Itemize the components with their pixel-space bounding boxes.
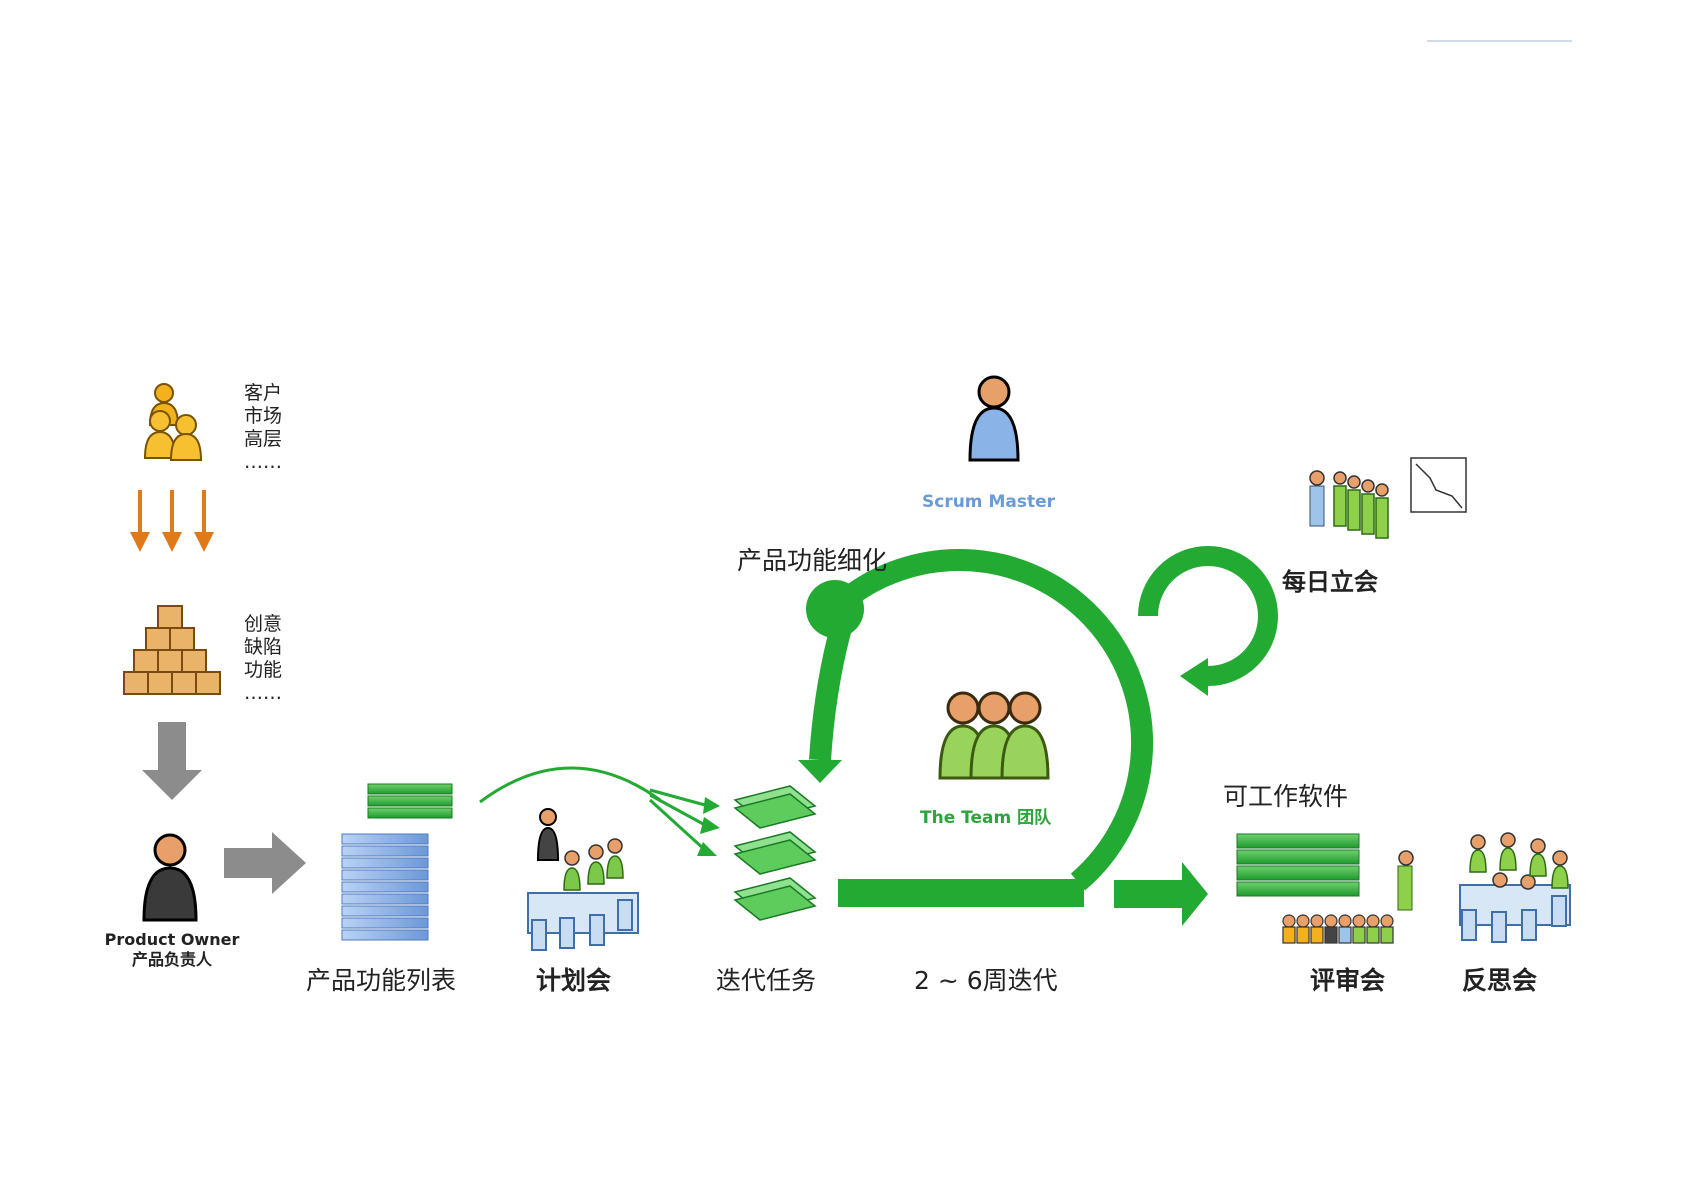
- planning-meeting-icon: [528, 809, 638, 950]
- working-software-label: 可工作软件: [1223, 777, 1348, 813]
- refinement-label: 产品功能细化: [737, 541, 887, 577]
- working-software-icon: [1237, 834, 1359, 896]
- idea-1: 创意: [244, 613, 282, 636]
- review-meeting-icon: [1283, 851, 1413, 943]
- product-owner-label: Product Owner 产品负责人: [104, 930, 240, 970]
- sprint-tasks-icon: [735, 786, 815, 920]
- retrospective-meeting-icon: [1460, 833, 1570, 942]
- planning-flow-arrow: [480, 768, 705, 850]
- orange-down-arrows: [130, 490, 214, 552]
- stakeholder-2: 市场: [244, 405, 282, 428]
- sprint-duration-label: 2 ~ 6周迭代: [914, 961, 1058, 997]
- stakeholders-list: 客户 市场 高层 ……: [244, 382, 282, 474]
- stakeholder-4: ……: [244, 451, 282, 474]
- boxes-icon: [124, 606, 220, 694]
- ideas-list: 创意 缺陷 功能 ……: [244, 613, 282, 705]
- burndown-chart-icon: [1411, 458, 1466, 512]
- increment-arrow: [1114, 862, 1208, 926]
- product-owner-en: Product Owner: [104, 930, 240, 950]
- idea-4: ……: [244, 682, 282, 705]
- product-backlog-label: 产品功能列表: [306, 961, 456, 997]
- stakeholder-3: 高层: [244, 428, 282, 451]
- stakeholders-icon: [145, 384, 201, 460]
- grey-down-arrow: [142, 722, 202, 800]
- daily-standup-label: 每日立会: [1282, 562, 1378, 597]
- green-stack-small-icon: [368, 784, 452, 818]
- daily-standup-icon: [1310, 471, 1388, 538]
- idea-2: 缺陷: [244, 636, 282, 659]
- planning-meeting-label: 计划会: [536, 961, 611, 997]
- stakeholder-1: 客户: [244, 382, 282, 405]
- scrum-master-icon: [970, 377, 1018, 460]
- product-backlog-icon: [342, 834, 428, 940]
- review-meeting-label: 评审会: [1310, 961, 1385, 997]
- idea-3: 功能: [244, 659, 282, 682]
- sprint-tasks-label: 迭代任务: [716, 961, 816, 997]
- product-owner-icon: [144, 835, 196, 920]
- grey-right-arrow: [224, 832, 306, 894]
- scrum-master-label: Scrum Master: [922, 492, 1055, 512]
- retrospective-label: 反思会: [1462, 961, 1537, 997]
- team-icon: [940, 693, 1048, 778]
- team-label: The Team 团队: [920, 803, 1051, 828]
- daily-loop-arrow: [1148, 556, 1268, 696]
- product-owner-zh: 产品负责人: [104, 950, 240, 970]
